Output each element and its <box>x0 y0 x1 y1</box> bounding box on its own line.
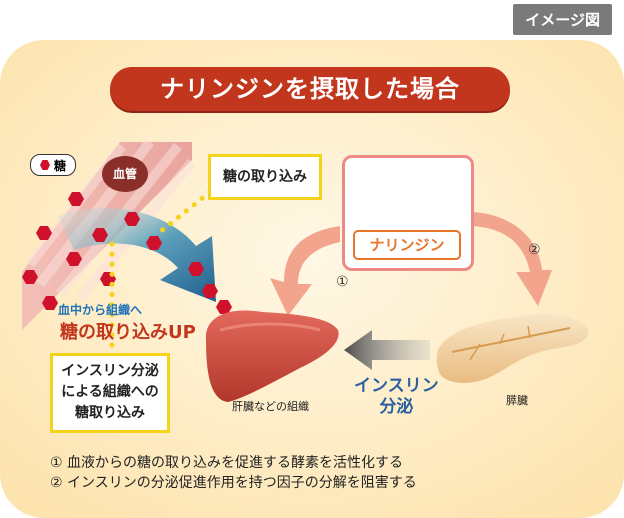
callout-insulin-uptake: インスリン分泌 による組織への 糖取り込み <box>50 353 170 433</box>
marker-one: ① <box>336 274 349 290</box>
note-item: ② インスリンの分泌促進作用を持つ因子の分解を阻害する <box>50 473 417 493</box>
sugar-legend-label: 糖 <box>54 157 66 174</box>
insulin-secretion-line1: インスリン <box>354 376 439 397</box>
image-badge: イメージ図 <box>513 4 612 35</box>
marker-two: ② <box>528 242 541 258</box>
sugar-legend: 糖 <box>30 154 76 176</box>
note-item: ① 血液からの糖の取り込みを促進する酵素を活性化する <box>50 453 417 473</box>
pancreas-label: 膵臓 <box>506 392 528 408</box>
sugar-hex-icon <box>40 160 50 170</box>
naringin-label: ナリンジン <box>353 230 461 260</box>
uptake-subtitle: 血中から組織へ <box>58 301 142 318</box>
notes-list: ① 血液からの糖の取り込みを促進する酵素を活性化する ② インスリンの分泌促進作… <box>50 453 417 493</box>
uptake-up-text: 糖の取り込みUP <box>60 318 196 344</box>
callout-insulin-line1: インスリン分泌 <box>53 361 167 382</box>
callout-insulin-line3: 糖取り込み <box>53 403 167 424</box>
insulin-secretion-label: インスリン 分泌 <box>354 376 439 418</box>
blood-vessel-label: 血管 <box>102 156 148 192</box>
page-title: ナリンジンを摂取した場合 <box>110 67 510 111</box>
callout-sugar-uptake: 糖の取り込み <box>208 154 322 200</box>
insulin-secretion-line2: 分泌 <box>354 397 439 418</box>
callout-insulin-line2: による組織への <box>53 382 167 403</box>
naringin-card: ナリンジン <box>342 155 474 271</box>
liver-label: 肝臓などの組織 <box>232 398 309 414</box>
